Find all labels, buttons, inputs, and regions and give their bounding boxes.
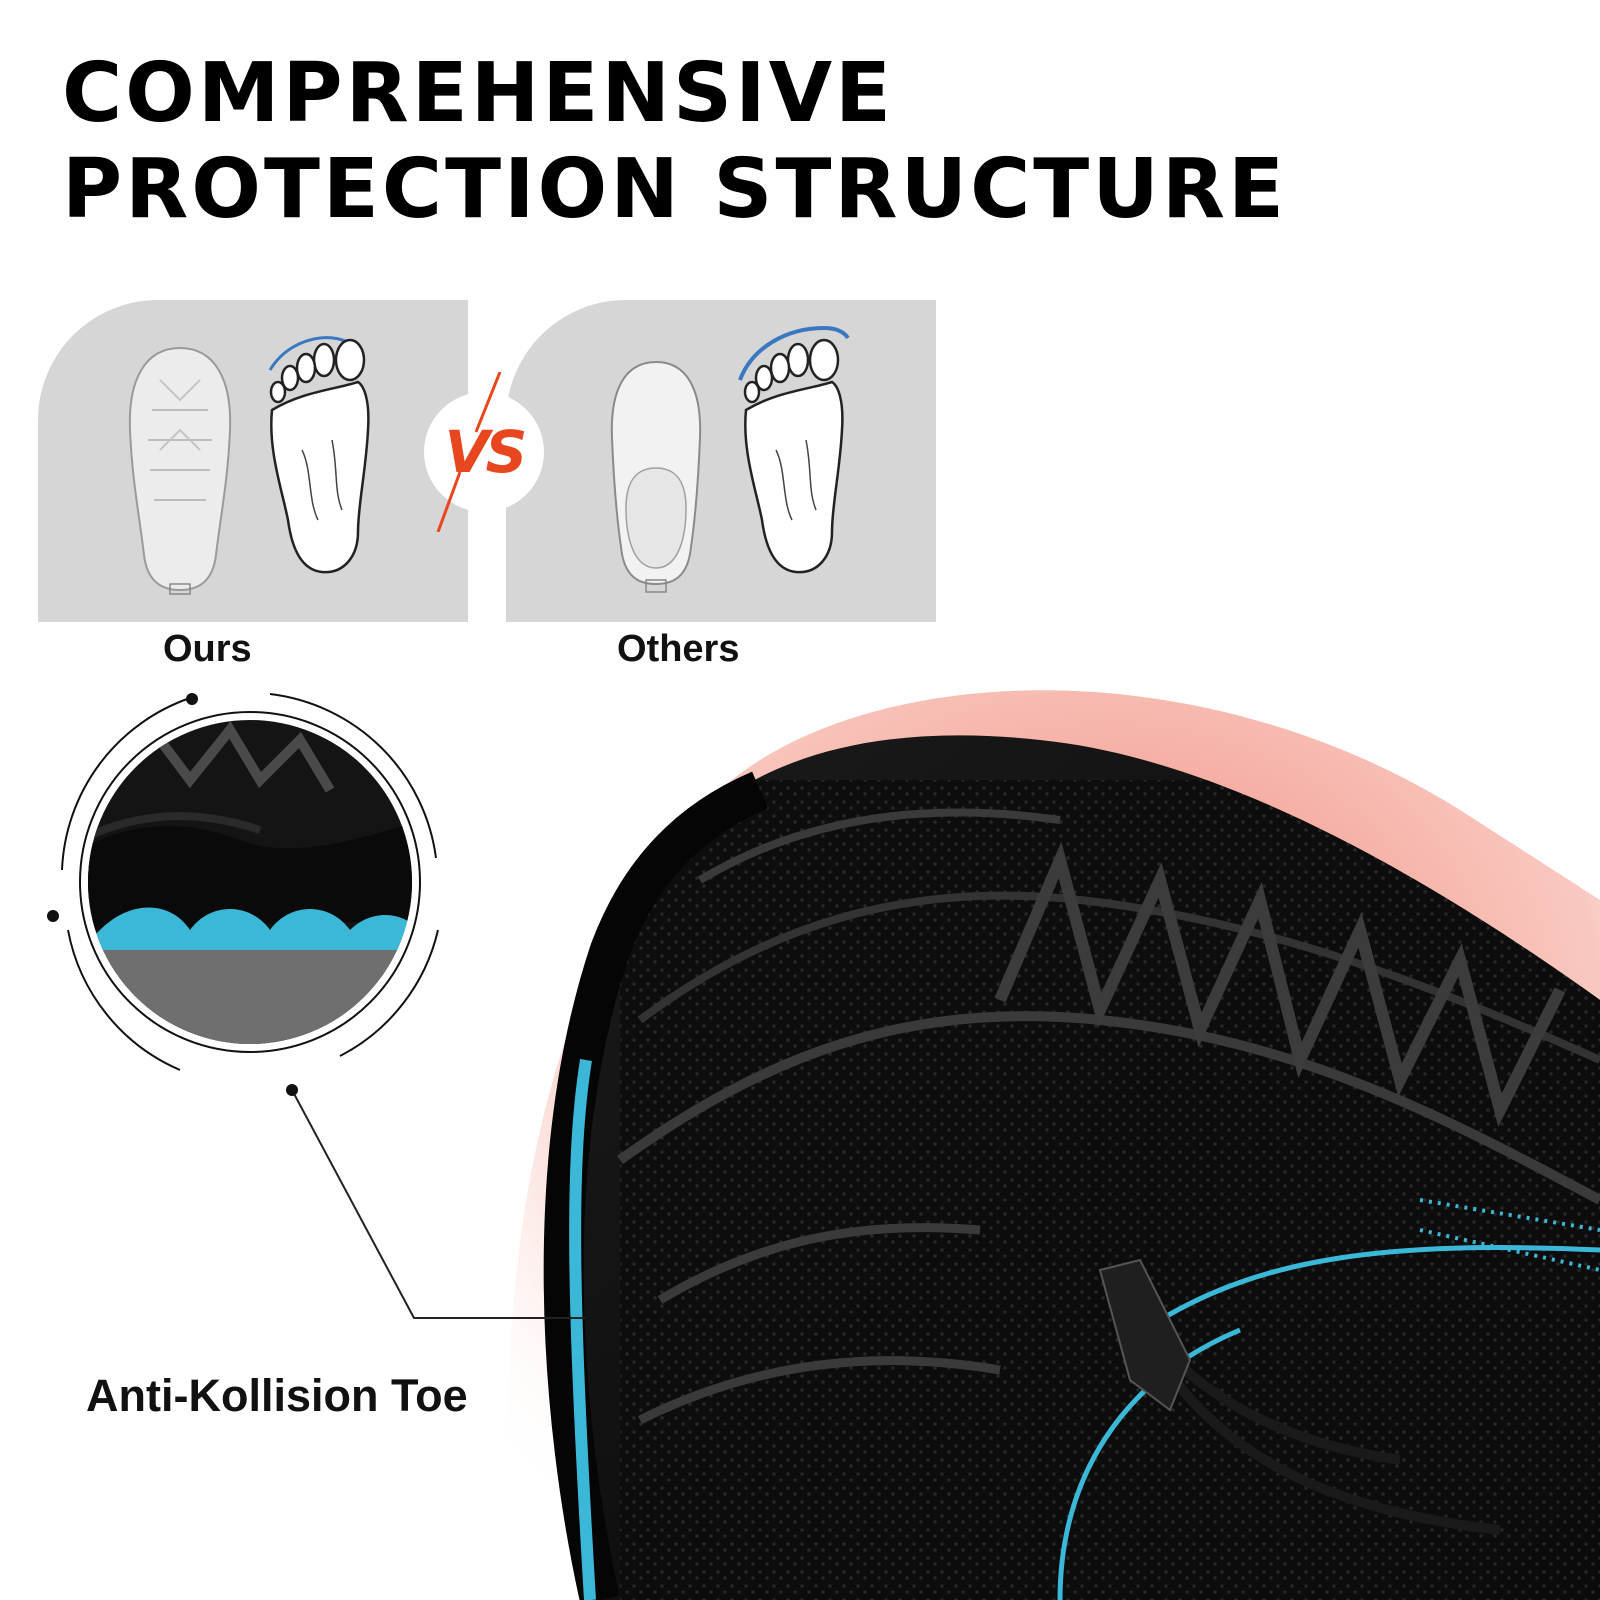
- ours-shoe-sole-icon: [128, 346, 232, 595]
- feature-caption: Anti-Kollision Toe: [86, 1370, 468, 1421]
- title-line-2: PROTECTION STRUCTURE: [62, 142, 1287, 237]
- callout-line: [291, 1089, 585, 1319]
- ours-foot-icon: [268, 336, 370, 574]
- ours-label: Ours: [163, 628, 252, 670]
- others-label: Others: [617, 628, 740, 670]
- shoe-blue-sole-edge: [569, 1059, 596, 1600]
- others-shoe-sole-icon: [610, 360, 702, 593]
- title-line-1: COMPREHENSIVE: [62, 46, 895, 141]
- vs-lightning-icon: [436, 372, 502, 532]
- others-foot-icon: [738, 325, 850, 574]
- ours-panel: [38, 300, 468, 622]
- toe-detail-magnifier: [47, 693, 439, 1071]
- others-panel: [506, 300, 936, 622]
- page-title: COMPREHENSIVE PROTECTION STRUCTURE: [62, 46, 1287, 238]
- shoe-toe-bumper: [543, 771, 769, 1600]
